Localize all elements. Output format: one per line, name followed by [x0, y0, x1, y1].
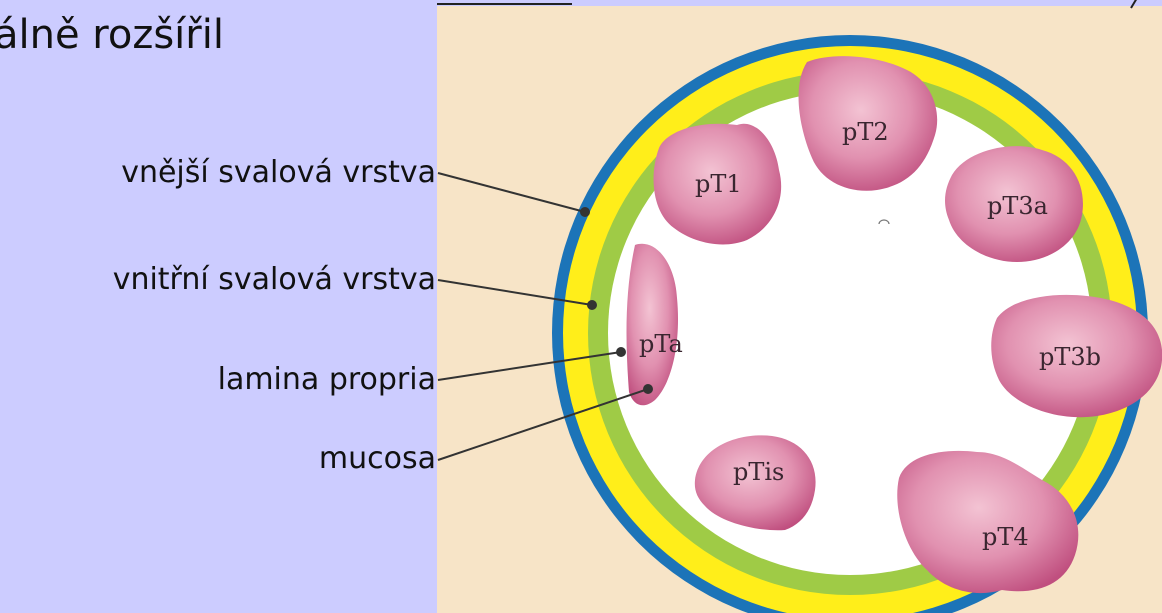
tumor-pT1: pT1 [654, 124, 782, 245]
tumor-label-pT1: pT1 [695, 170, 742, 198]
tumor-pT3b: pT3b [991, 295, 1162, 417]
layer-label-lamina-propria: lamina propria [218, 362, 436, 397]
slide-heading: álně rozšířil [0, 12, 224, 58]
layer-label-outer-muscle: vnější svalová vrstva [121, 155, 436, 190]
bladder-wall-diagram: pT1 pT2 pT3a pTa pT3b pTis pT4 [437, 0, 1162, 613]
layer-label-inner-muscle: vnitřní svalová vrstva [113, 262, 436, 297]
tumor-label-pT2: pT2 [842, 118, 889, 146]
tumor-label-pTa: pTa [639, 330, 683, 358]
tumor-label-pTis: pTis [733, 458, 784, 486]
tumor-label-pT3a: pT3a [987, 192, 1048, 220]
tumor-label-pT4: pT4 [982, 523, 1029, 551]
layer-label-mucosa: mucosa [319, 441, 436, 476]
tumor-label-pT3b: pT3b [1039, 343, 1101, 371]
